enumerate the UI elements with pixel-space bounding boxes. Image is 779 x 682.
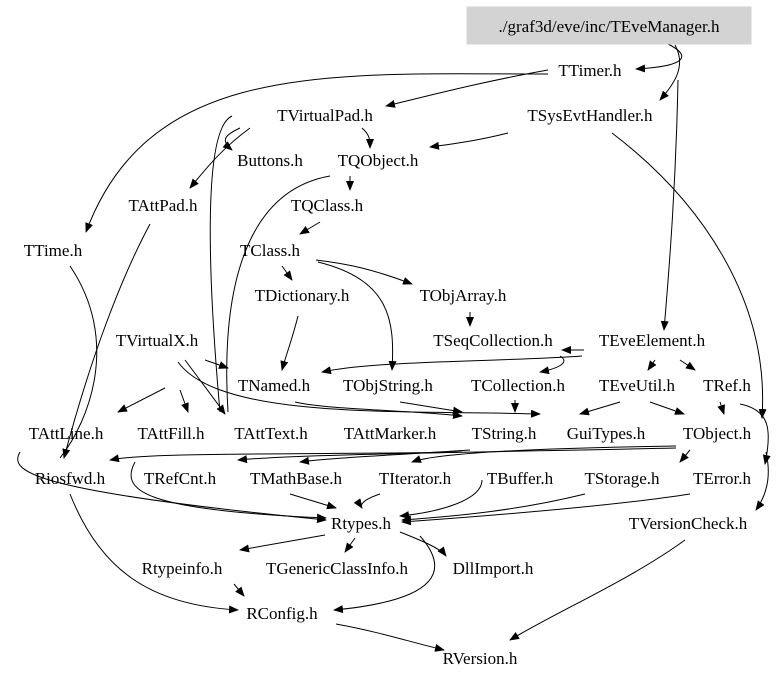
- edge-terror-rtypes: [401, 493, 691, 526]
- node-tqobject[interactable]: TQObject.h: [338, 151, 419, 170]
- node-tversioncheck[interactable]: TVersionCheck.h: [629, 514, 748, 533]
- edge-tvirtualx-tatttext: [184, 359, 226, 415]
- edge-tvirtualx-tattfill: [179, 389, 189, 413]
- edge-tref-tobject: [717, 401, 725, 415]
- edge-rtypeinfo-rconfig: [233, 583, 245, 597]
- edge-tclass-tobjstring: [317, 261, 397, 371]
- edge-tversioncheck-rversion: [509, 539, 686, 641]
- edge-root-teveelement: [660, 79, 679, 331]
- node-rversion[interactable]: RVersion.h: [443, 649, 518, 668]
- node-tgenericclassinfo[interactable]: TGenericClassInfo.h: [266, 559, 409, 578]
- edge-teveelement-teveutil: [647, 359, 657, 371]
- node-tmathbase[interactable]: TMathBase.h: [250, 469, 343, 488]
- node-dllimport[interactable]: DllImport.h: [453, 559, 534, 578]
- edge-tvirtualpad-buttons: [222, 127, 241, 151]
- edge-teveutil-tobject: [649, 401, 685, 415]
- node-tbuffer[interactable]: TBuffer.h: [487, 469, 554, 488]
- edge-tdictionary-tnamed: [280, 315, 299, 371]
- node-tsysevthandler[interactable]: TSysEvtHandler.h: [527, 106, 653, 125]
- edge-ttimer-ttime: [85, 73, 549, 233]
- edge-tattpad-riosfwd: [62, 223, 151, 459]
- node-tref[interactable]: TRef.h: [703, 376, 751, 395]
- edge-tvirtualx-tattline: [117, 387, 166, 413]
- node-titerator[interactable]: TIterator.h: [379, 469, 452, 488]
- node-teveelement[interactable]: TEveElement.h: [599, 331, 706, 350]
- edge-tvirtualx-guitypes: [177, 361, 541, 418]
- edge-trefcnt-rtypes: [130, 461, 327, 522]
- root-node[interactable]: ./graf3d/eve/inc/TEveManager.h: [466, 6, 752, 45]
- edge-root-tsysevthandler: [659, 44, 681, 101]
- edge-tattline-rtypes: [17, 451, 327, 524]
- node-tseqcollection[interactable]: TSeqCollection.h: [433, 331, 553, 350]
- node-rtypes[interactable]: Rtypes.h: [331, 514, 391, 533]
- node-trefcnt[interactable]: TRefCnt.h: [144, 469, 217, 488]
- edge-rconfig-rversion: [335, 623, 445, 652]
- node-tvirtualx[interactable]: TVirtualX.h: [116, 331, 199, 350]
- node-tatttext[interactable]: TAttText.h: [234, 424, 308, 443]
- edge-tstring-tmathbase: [299, 449, 471, 465]
- graph-nodes: TTimer.h TVirtualPad.h TSysEvtHandler.h …: [24, 61, 752, 668]
- node-tattfill[interactable]: TAttFill.h: [137, 424, 205, 443]
- node-tobject[interactable]: TObject.h: [683, 424, 752, 443]
- node-terror[interactable]: TError.h: [693, 469, 752, 488]
- node-rconfig[interactable]: RConfig.h: [246, 604, 318, 623]
- edge-ttime-riosfwd-long: [59, 265, 98, 459]
- node-tnamed[interactable]: TNamed.h: [238, 376, 311, 395]
- node-ttimer[interactable]: TTimer.h: [558, 61, 622, 80]
- edge-tvirtualpad-tqobject: [361, 127, 374, 149]
- edge-tvirtualpad-tobject-long: [209, 115, 233, 413]
- edge-tqclass-tclass: [299, 221, 321, 235]
- edge-tmathbase-rtypes: [289, 493, 337, 510]
- edge-teveelement-tref: [679, 359, 696, 371]
- edge-tnamed-tstring: [294, 401, 463, 419]
- node-tattmarker[interactable]: TAttMarker.h: [344, 424, 437, 443]
- node-buttons[interactable]: Buttons.h: [237, 151, 303, 170]
- edge-tseqcollection-tcollection: [539, 355, 565, 375]
- edge-rtypes-rconfig: [333, 535, 436, 614]
- root-label: ./graf3d/eve/inc/TEveManager.h: [499, 17, 720, 36]
- edge-titerator-rtypes: [353, 493, 381, 509]
- node-tstorage[interactable]: TStorage.h: [584, 469, 660, 488]
- node-teveutil[interactable]: TEveUtil.h: [599, 376, 676, 395]
- node-tvirtualpad[interactable]: TVirtualPad.h: [277, 106, 373, 125]
- node-guitypes[interactable]: GuiTypes.h: [567, 424, 646, 443]
- node-riosfwd[interactable]: Riosfwd.h: [35, 469, 106, 488]
- edge-tbuffer-rtypes: [399, 479, 483, 520]
- edge-root-tvirtualpad: [385, 69, 549, 108]
- node-rtypeinfo[interactable]: Rtypeinfo.h: [142, 559, 223, 578]
- edge-tclass-tobjarray: [315, 259, 413, 285]
- node-tclass[interactable]: TClass.h: [240, 241, 300, 260]
- node-tdictionary[interactable]: TDictionary.h: [255, 286, 350, 305]
- node-tstring[interactable]: TString.h: [472, 424, 537, 443]
- edge-tobjstring-tstring: [399, 401, 463, 415]
- edge-teveelement-tnamed: [321, 355, 583, 375]
- edge-rtypes-tgenericclassinfo: [344, 537, 356, 553]
- graph-edges: [17, 43, 771, 652]
- edge-riosfwd-rconfig: [69, 493, 239, 614]
- edge-tobject-tverdesc: [755, 451, 769, 511]
- node-tobjstring[interactable]: TObjString.h: [343, 376, 433, 395]
- edge-root-ttimer: [635, 43, 683, 73]
- edge-tsysevthandler-tversioncheck: [611, 132, 767, 419]
- edge-rtypes-rtypeinfo: [239, 534, 326, 553]
- node-tattpad[interactable]: TAttPad.h: [129, 196, 198, 215]
- edge-tstorage-rtypes: [401, 493, 586, 524]
- edge-tclass-tdictionary: [281, 265, 293, 281]
- edge-teveutil-guitypes: [579, 401, 621, 416]
- edge-tobject-tstorage: [679, 449, 691, 463]
- edge-tqobject-tobject-long: [226, 175, 331, 413]
- node-tattline[interactable]: TAttLine.h: [29, 424, 104, 443]
- edge-rtypes-dllimport: [399, 531, 447, 557]
- edge-tstring-riosfwd: [109, 451, 463, 463]
- node-tcollection[interactable]: TCollection.h: [471, 376, 565, 395]
- edge-tsysevthandler-tqobject: [429, 132, 509, 150]
- edge-tobject-titerator: [411, 445, 677, 463]
- node-tqclass[interactable]: TQClass.h: [291, 196, 364, 215]
- node-ttime[interactable]: TTime.h: [24, 241, 83, 260]
- node-tobjarray[interactable]: TObjArray.h: [420, 286, 507, 305]
